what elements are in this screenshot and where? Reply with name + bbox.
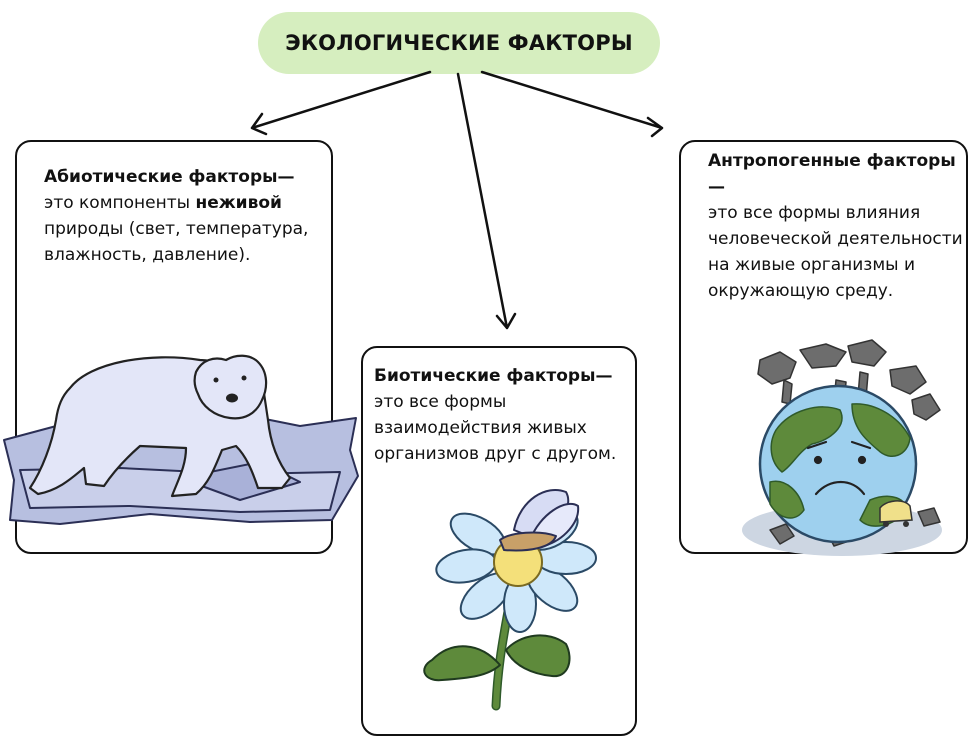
- abiotic-emphasis: неживой: [195, 193, 282, 213]
- anthropogenic-heading: Антропогенные факторы—: [708, 151, 956, 197]
- anthropogenic-text: Антропогенные факторы— это все формы вли…: [708, 148, 963, 304]
- abiotic-text-after: природы (свет, температура, влажность, д…: [44, 219, 309, 265]
- abiotic-text-before: это компоненты: [44, 193, 196, 213]
- anthropogenic-body: это все формы влияния человеческой деяте…: [708, 203, 963, 301]
- biotic-heading: Биотические факторы—: [374, 366, 613, 386]
- title-pill: ЭКОЛОГИЧЕСКИЕ ФАКТОРЫ: [258, 12, 660, 74]
- biotic-body: это все формы взаимодействия живых орган…: [374, 392, 617, 464]
- diagram-title: ЭКОЛОГИЧЕСКИЕ ФАКТОРЫ: [285, 31, 633, 55]
- abiotic-heading: Абиотические факторы—: [44, 167, 295, 187]
- abiotic-text: Абиотические факторы— это компоненты неж…: [44, 164, 324, 268]
- biotic-text: Биотические факторы— это все формы взаим…: [374, 363, 636, 467]
- arrow-to-abiotic: [250, 70, 432, 136]
- arrow-to-biotic: [456, 72, 517, 330]
- arrow-to-anthropogenic: [480, 70, 664, 138]
